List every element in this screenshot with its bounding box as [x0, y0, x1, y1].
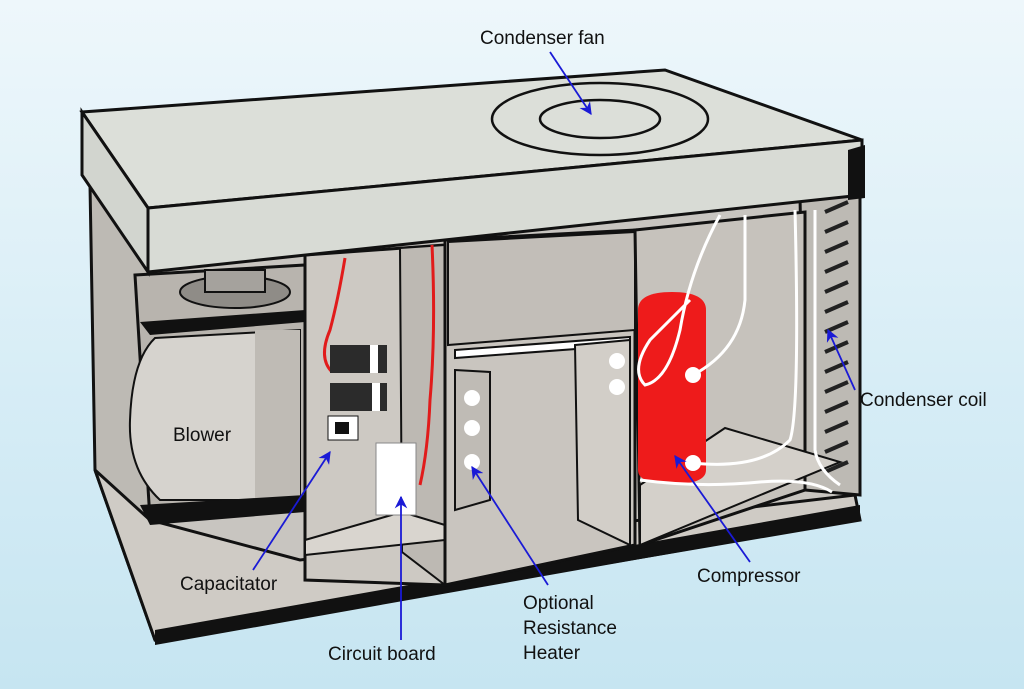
label-optional-heater-line2: Resistance — [523, 618, 617, 639]
condenser-coil-arrow — [826, 328, 856, 391]
pointer-arrows — [252, 51, 856, 640]
relay-top — [330, 345, 387, 373]
compressor-body — [638, 292, 706, 484]
label-optional-heater-line3: Heater — [523, 643, 581, 664]
label-blower: Blower — [173, 425, 232, 446]
heater-arrow — [471, 465, 549, 586]
red-wire-left — [323, 257, 347, 374]
label-condenser-coil: Condenser coil — [860, 390, 987, 411]
compressor-arrow — [674, 454, 751, 563]
relay-bottom-stripe — [372, 383, 380, 411]
capacitor-terminal — [335, 422, 349, 434]
label-condenser-fan: Condenser fan — [480, 28, 605, 49]
top-panel — [79, 68, 865, 277]
compressor-group — [637, 209, 841, 494]
capacitator-arrow — [252, 450, 331, 571]
heater-terminal — [464, 390, 480, 406]
label-optional-heater-line1: Optional — [523, 593, 594, 614]
condenser-fan-outer — [490, 81, 710, 157]
condenser-fan-arrow — [549, 51, 592, 116]
service-port — [609, 379, 625, 395]
control-components — [323, 244, 436, 516]
blower-shelf — [140, 310, 305, 335]
refrigerant-line — [692, 215, 747, 377]
heater-top-panel — [447, 230, 636, 347]
label-compressor: Compressor — [697, 566, 801, 587]
top-panel-shadow — [848, 145, 865, 200]
heater-side-panel — [573, 338, 631, 547]
heater-terminal — [464, 420, 480, 436]
label-capacitator: Capacitator — [180, 574, 278, 595]
blower-motor — [204, 269, 266, 293]
red-wire-right — [418, 244, 436, 486]
service-port — [609, 353, 625, 369]
label-circuit-board: Circuit board — [328, 644, 436, 665]
refrigerant-line — [813, 210, 841, 487]
refrigerant-line — [637, 214, 722, 387]
refrigerant-line — [692, 209, 799, 466]
relay-top-stripe — [370, 345, 378, 373]
labels: Condenser fan Blower Condenser coil Capa… — [173, 28, 987, 665]
circuit-board — [375, 442, 417, 516]
refrigerant-line — [639, 478, 833, 494]
condenser-fan-inner — [538, 98, 662, 140]
base-edge — [155, 505, 860, 645]
blower-floor — [140, 495, 305, 525]
blower-shade — [255, 330, 300, 500]
